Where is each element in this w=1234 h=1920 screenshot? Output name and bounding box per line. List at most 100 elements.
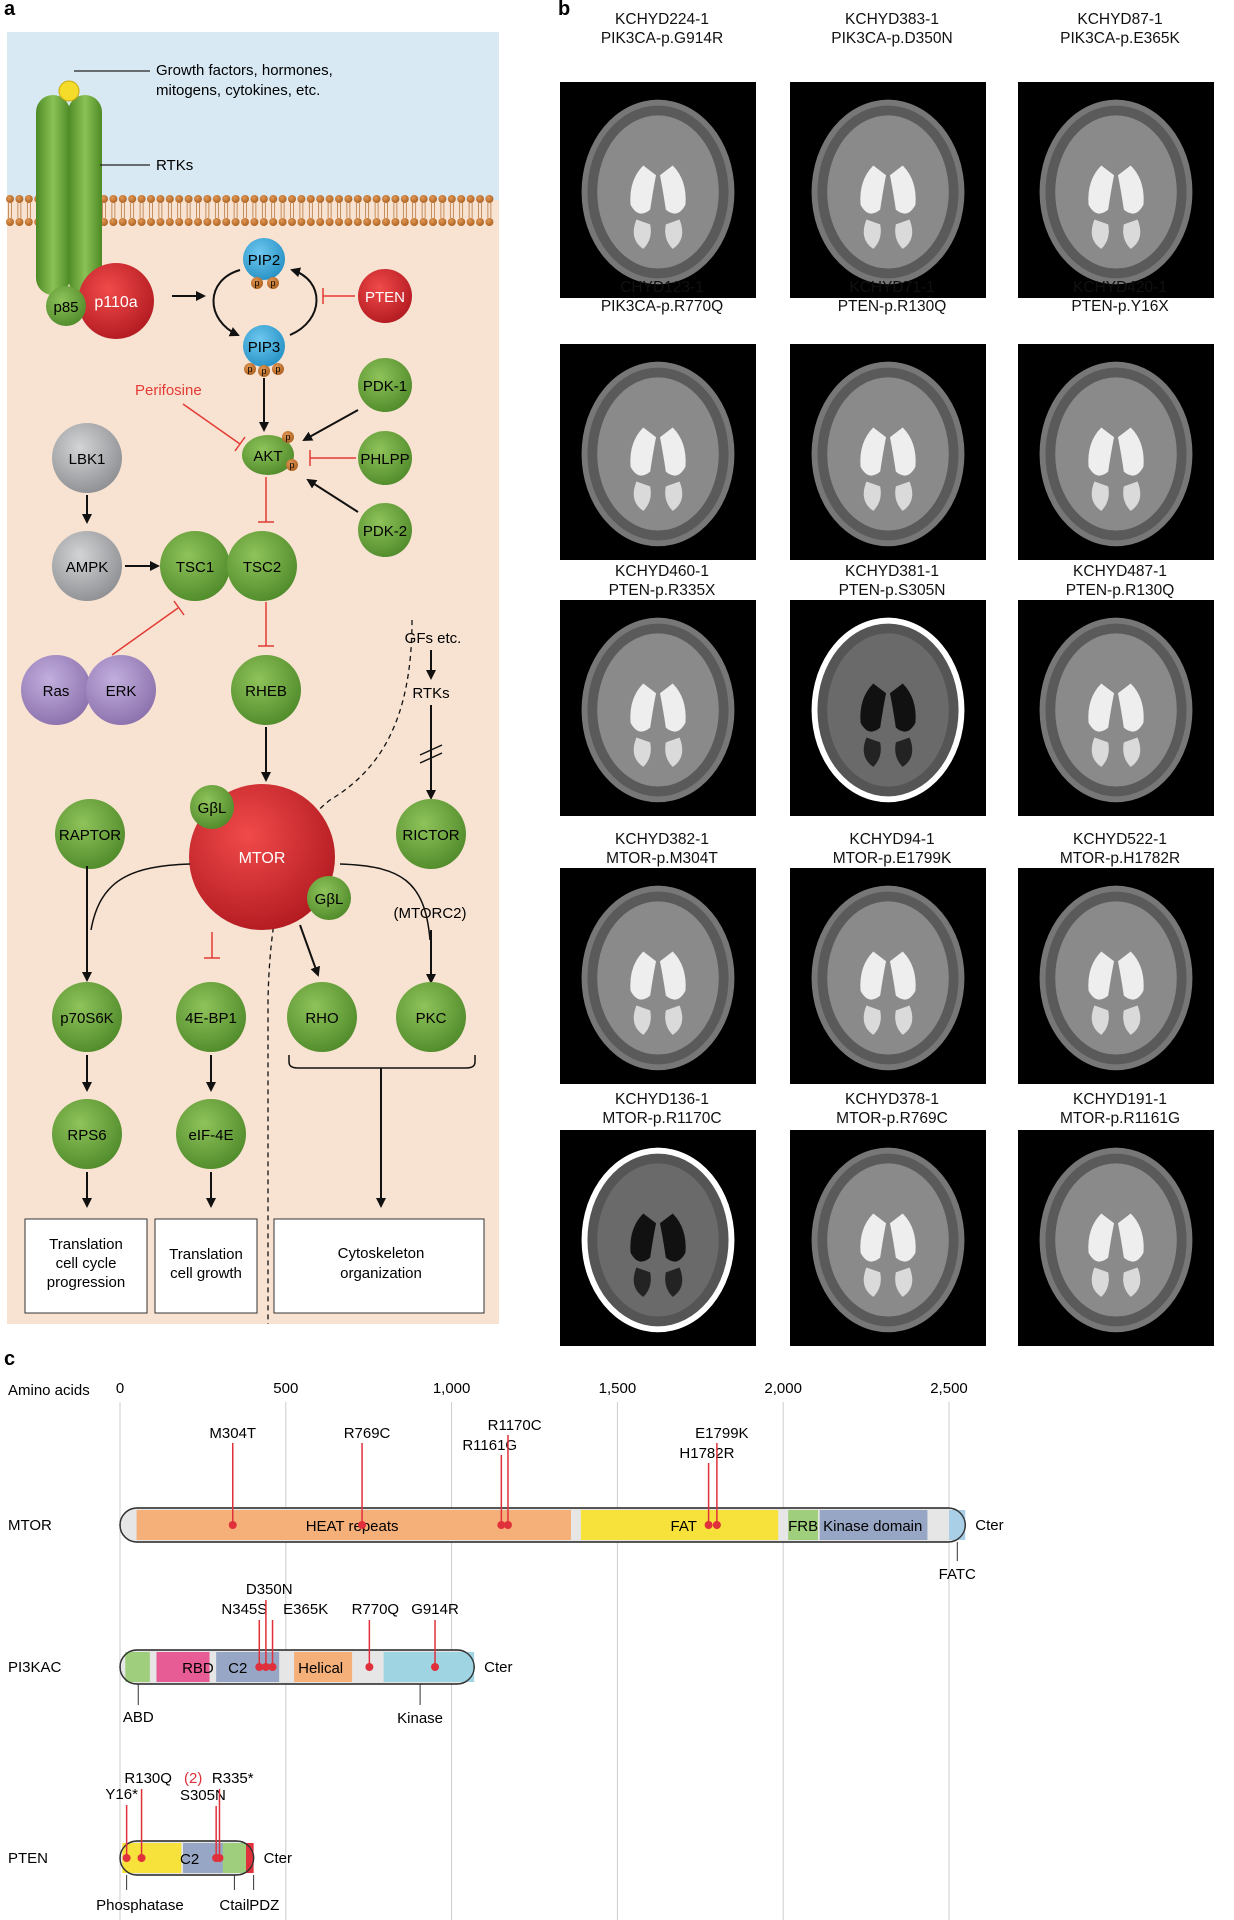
domain-label: HEAT repeats [306,1518,399,1535]
domain [125,1652,150,1682]
scan-mutation: PTEN-p.R335X [608,582,716,599]
svg-text:PIP3: PIP3 [248,339,281,356]
phospho-icon [251,277,263,289]
mutation-marker [497,1521,506,1529]
mri-scan-image [1018,344,1214,560]
domain [156,1652,210,1682]
phospho-icon [267,277,279,289]
scan-mutation: PTEN-p.R130Q [1065,582,1175,599]
svg-text:PKC: PKC [416,1010,447,1027]
domain [122,1843,182,1873]
svg-text:Cytoskeleton: Cytoskeleton [338,1245,425,1262]
mutation-marker [261,1663,270,1671]
lbk1-node [52,423,122,493]
mri-scan-image [1018,868,1214,1084]
svg-text:PDK-2: PDK-2 [363,523,407,540]
mri-scan-image [790,1130,986,1346]
scan-id: KCHYD487-1 [1073,563,1167,580]
scan-mutation: MTOR-p.R1170C [602,1110,722,1127]
mutation-marker [122,1854,131,1862]
outcome-box-cytoskeleton [273,1218,485,1314]
mri-scan-image [560,1130,756,1346]
panel-label-c: c [4,1348,16,1370]
domain [383,1652,475,1682]
svg-text:TSC1: TSC1 [176,559,214,576]
domain-label: Kinase domain [823,1518,922,1535]
rtks-label: RTKs [156,157,193,174]
ras-node [21,655,91,725]
svg-text:p: p [285,432,290,442]
rtks2-label: RTKs [412,685,449,702]
mutation-label: R769C [344,1425,391,1442]
svg-text:Translation: Translation [169,1246,243,1263]
scan-mutation: PTEN-p.R130Q [837,298,947,315]
svg-text:cell cycle: cell cycle [56,1255,117,1272]
pdk2-node [358,503,412,557]
domain-label: ABD [123,1709,154,1726]
pten-node [358,269,412,323]
mutation-label: R335* [212,1770,254,1787]
domain-label: Ctail [219,1897,249,1914]
domain-label: Helical [298,1660,343,1677]
scan-mutation: MTOR-p.R1161G [1059,1110,1181,1127]
mutation-marker [704,1521,713,1529]
protein-name: PI3KAC [8,1659,62,1676]
scan-id: CHYD123-1 [620,279,704,296]
mutation-label: G914R [411,1601,459,1618]
domain [222,1843,247,1873]
pip3-node [243,325,285,367]
scan-mutation: PIK3CA-p.D350N [831,30,953,47]
svg-text:RHEB: RHEB [245,683,287,700]
svg-text:p: p [261,366,266,376]
mutation-marker [137,1854,146,1862]
pkc-node [396,982,466,1052]
mutation-label: S305N [180,1787,226,1804]
mri-scan-image [790,600,986,816]
svg-text:PIP2: PIP2 [248,252,281,269]
domain-label: RBD [182,1660,214,1677]
ligand-label-2: mitogens, cytokines, etc. [156,82,320,99]
svg-text:eIF-4E: eIF-4E [188,1127,233,1144]
phospho-icon [282,431,294,443]
scan-mutation: PIK3CA-p.R770Q [600,298,724,315]
svg-text:RAPTOR: RAPTOR [59,827,121,844]
domain [246,1843,254,1873]
domain-label: FATC [939,1566,976,1583]
mri-scan-image [790,344,986,560]
mutation-label: E365K [283,1601,328,1618]
phospho-icon [244,363,256,375]
svg-text:LBK1: LBK1 [69,451,106,468]
tsc2-node [227,531,297,601]
svg-text:Ras: Ras [43,683,70,700]
ligand-label-1: Growth factors, hormones, [156,62,333,79]
p85-node [46,286,86,326]
mutation-marker [215,1854,224,1862]
scan-mutation: MTOR-p.M304T [606,850,718,867]
svg-text:p: p [289,460,294,470]
mri-scan-image [790,868,986,1084]
mutation-label: N345S [221,1601,267,1618]
svg-text:RHO: RHO [305,1010,338,1027]
scan-id: KCHYD378-1 [845,1091,939,1108]
svg-text:TSC2: TSC2 [243,559,281,576]
outcome-box-growth [154,1218,258,1314]
mri-scan-image [1018,600,1214,816]
cter-label: Cter [484,1659,512,1676]
svg-text:organization: organization [340,1265,422,1282]
mri-scan-image [1018,82,1214,298]
raptor-node [55,799,125,869]
mtorc2-label: (MTORC2) [393,905,466,922]
mutation-marker [255,1663,264,1671]
mutation-label: Y16* [105,1786,138,1803]
panel-label-a: a [4,0,16,20]
